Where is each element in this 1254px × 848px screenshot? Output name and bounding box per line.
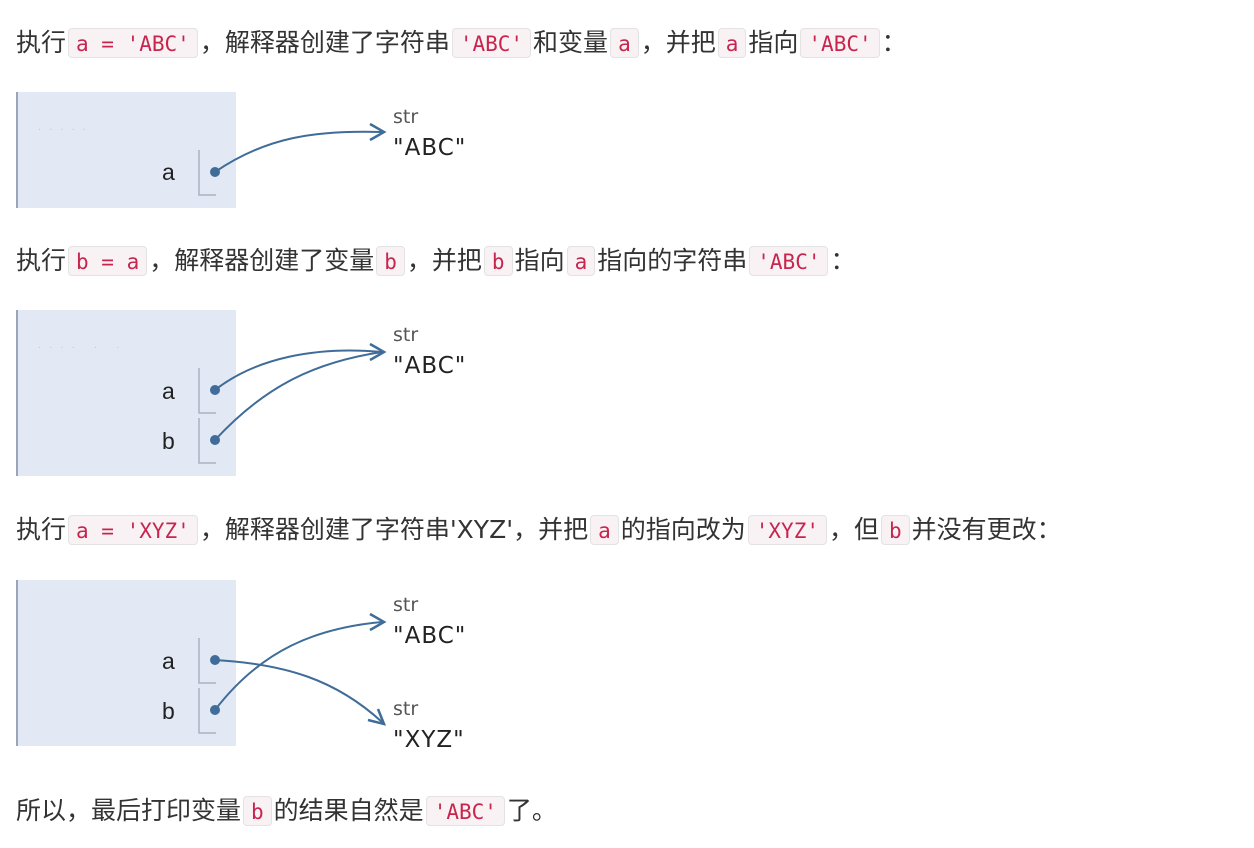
text-run: ： [830,246,856,275]
arrow-a-to-abc [214,349,383,391]
diagram-step1: ..... a str "ABC" [16,92,516,208]
var-slot-bracket-b [198,688,216,734]
var-label-b: b [162,428,175,454]
object-value-abc: "ABC" [393,623,467,649]
object-value-label: "ABC" [393,135,467,161]
arrow-a-to-abc [214,130,383,173]
text-run: ，解释器创建了变量 [149,246,375,275]
inline-code: a [566,246,596,276]
inline-code: b [243,796,272,826]
text-run: 指向的字符串 [597,246,748,275]
inline-code: b = a [68,246,148,276]
inline-code: a = 'ABC' [68,28,198,58]
inline-code: 'ABC' [800,28,880,58]
text-run: 所以，最后打印变量 [16,796,242,825]
object-type-label-xyz: str [393,698,419,720]
pointer-arrows [198,122,387,196]
text-run: 并没有更改： [911,515,1062,544]
text-run: 指向 [748,28,799,57]
inline-code: b [376,246,405,276]
arrowhead-abc [369,612,387,632]
arrow-b-to-abc [214,351,383,441]
inline-code: 'XYZ' [747,515,827,545]
text-run: ，但 [828,515,879,544]
pointer-arrows [198,612,387,734]
text-run: ，并把 [406,246,482,275]
frame-dots: .... . . [38,340,128,351]
object-type-label-abc: str [393,594,419,616]
var-slot-bracket-a [198,368,216,414]
inline-code: a [610,28,639,58]
arrowhead [369,122,387,142]
inline-code: a [717,28,747,58]
text-run: 的结果自然是 [273,796,424,825]
object-value-label: "ABC" [393,353,467,379]
text-run: 执行 [16,515,67,544]
inline-code: 'ABC' [451,28,532,58]
var-slot-bracket-b [198,418,216,464]
inline-code: b [881,515,910,545]
inline-code: a [590,515,619,545]
object-type-label: str [393,106,419,128]
inline-code: a = 'XYZ' [68,515,198,545]
text-run: ，解释器创建了字符串'XYZ'，并把 [199,515,589,544]
pointer-arrows [198,342,387,464]
object-type-label: str [393,324,419,346]
text-run: 指向 [514,246,565,275]
var-slot-bracket [198,150,216,196]
var-label-a: a [162,648,175,674]
text-run: ，并把 [640,28,716,57]
text-run: ，解释器创建了字符串 [199,28,450,57]
text-run: 执行 [16,28,67,57]
text-run: 的指向改为 [620,515,746,544]
arrowhead [369,342,387,362]
text-run: 执行 [16,246,67,275]
text-run: 和变量 [533,28,609,57]
var-label-a: a [162,159,175,185]
text-run: 了。 [506,796,557,825]
arrow-b-to-abc [214,621,383,711]
inline-code: 'ABC' [425,796,505,826]
var-slot-bracket-a [198,638,216,684]
var-label-a: a [162,378,175,404]
text-run: ： [881,28,907,57]
diagram-step2: .... . . a b str "ABC" [16,310,516,476]
inline-code: 'ABC' [749,246,829,276]
object-value-xyz: "XYZ" [393,727,465,753]
arrowhead-xyz [367,708,387,726]
inline-code: b [483,246,513,276]
diagram-step3: a b str "ABC" str "XYZ" [16,580,516,753]
var-label-b: b [162,698,175,724]
frame-dots: ..... [38,122,94,133]
arrow-a-to-xyz [214,659,383,723]
